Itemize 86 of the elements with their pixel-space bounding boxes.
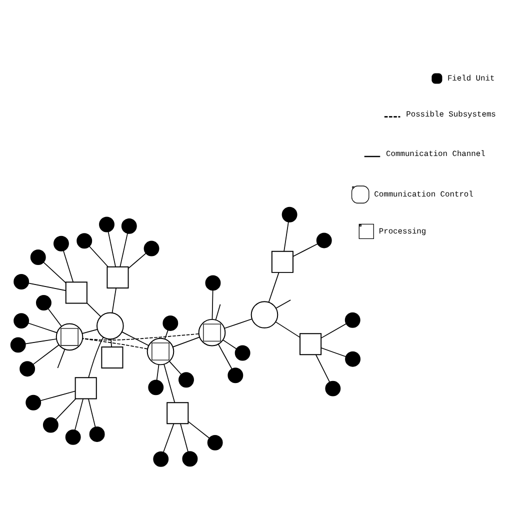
connector <box>43 261 66 283</box>
connector <box>224 318 252 328</box>
connector <box>316 354 330 382</box>
connector <box>172 336 200 347</box>
connector <box>292 242 318 256</box>
node-dot <box>20 360 36 376</box>
node-dot <box>65 428 81 444</box>
connector <box>120 232 128 267</box>
node-dot <box>14 312 30 328</box>
node-circle <box>250 300 278 328</box>
node-box <box>74 376 97 399</box>
connector <box>180 422 188 452</box>
connector <box>276 299 292 308</box>
connector <box>320 346 346 357</box>
connector <box>164 329 168 339</box>
connector <box>28 282 66 291</box>
connector <box>284 221 289 252</box>
connector <box>40 390 76 401</box>
connector <box>320 322 347 338</box>
node-box <box>300 332 322 355</box>
node-dot <box>76 232 92 248</box>
node-dot <box>89 426 105 442</box>
connector <box>122 331 149 346</box>
connector <box>63 250 74 282</box>
node-dot <box>325 380 341 396</box>
node-boxcircle <box>56 322 84 350</box>
connector <box>88 336 104 378</box>
connector <box>108 230 116 267</box>
node-box <box>101 346 124 368</box>
connector <box>128 252 146 268</box>
node-dot <box>345 350 360 366</box>
node-box <box>106 266 129 288</box>
connector <box>82 328 98 334</box>
node-dot <box>54 235 69 251</box>
connector <box>88 398 96 428</box>
node-dot <box>42 416 58 432</box>
connector <box>218 343 232 369</box>
connector <box>112 287 116 313</box>
node-dot <box>344 312 360 328</box>
node-dot <box>234 344 250 360</box>
connector <box>275 321 300 338</box>
node-box <box>166 402 189 424</box>
node-box <box>65 281 88 304</box>
connector <box>88 245 109 267</box>
connector <box>82 332 200 340</box>
connector <box>110 338 112 347</box>
connector <box>82 338 148 349</box>
connector <box>24 338 57 344</box>
connector <box>188 420 210 438</box>
node-boxcircle <box>146 337 174 365</box>
node-boxcircle <box>198 318 226 346</box>
node-dot <box>14 274 30 289</box>
node-dot <box>228 367 244 383</box>
connector <box>164 363 176 402</box>
connector <box>86 302 101 316</box>
node-dot <box>10 336 26 352</box>
node-dot <box>316 232 332 248</box>
connector <box>55 398 76 420</box>
node-box <box>271 250 294 272</box>
node-dot <box>205 274 221 290</box>
node-dot <box>26 394 42 410</box>
node-dot <box>144 240 160 256</box>
connector <box>32 344 60 364</box>
node-dot <box>162 314 178 330</box>
node-dot <box>207 434 223 450</box>
node-circle <box>96 312 124 340</box>
node-dot <box>99 216 114 232</box>
connector <box>74 398 84 430</box>
node-dot <box>178 372 194 388</box>
node-dot <box>121 218 137 234</box>
connector <box>156 364 160 380</box>
node-dot <box>30 249 46 264</box>
connector <box>169 360 182 374</box>
connector <box>28 322 58 333</box>
node-dot <box>148 379 164 395</box>
connector <box>212 289 214 320</box>
connector <box>48 308 62 326</box>
connector <box>268 272 280 302</box>
node-dot <box>282 206 298 222</box>
connector <box>222 339 237 349</box>
node-dot <box>153 450 169 466</box>
connector <box>57 348 66 368</box>
connector <box>215 304 221 320</box>
connector <box>163 422 174 452</box>
node-dot <box>182 450 198 466</box>
node-dot <box>36 294 52 310</box>
